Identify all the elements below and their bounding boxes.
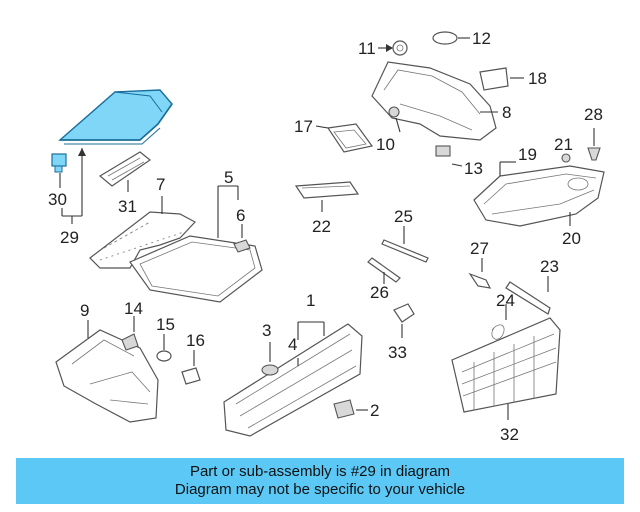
part-31-bracket[interactable]: 31 — [98, 151, 152, 216]
part-25-jack-handle[interactable]: 25 — [381, 207, 429, 263]
callout-16: 16 — [186, 331, 205, 350]
callout-6: 6 — [236, 206, 245, 225]
callout-29-bracket: 29 — [60, 148, 86, 247]
callout-12: 12 — [472, 29, 491, 48]
part-6-clip[interactable]: 6 — [233, 206, 251, 253]
callout-11: 11 — [358, 39, 376, 58]
callout-7: 7 — [156, 175, 165, 194]
callout-26: 26 — [370, 283, 389, 302]
part-29-package-tray[interactable] — [58, 89, 173, 145]
callout-19: 19 — [518, 145, 537, 164]
callout-31: 31 — [118, 197, 137, 216]
clip-tab — [54, 165, 63, 173]
callout-13: 13 — [464, 159, 483, 178]
callout-33: 33 — [388, 343, 407, 362]
part-13-latch[interactable]: 13 — [435, 145, 483, 178]
callout-27: 27 — [470, 239, 489, 258]
part-28-clip[interactable]: 28 — [584, 105, 603, 161]
part-9-side-panel[interactable]: 9 — [55, 301, 159, 423]
callout-28: 28 — [584, 105, 603, 124]
callout-20: 20 — [562, 229, 581, 248]
part-22-handle[interactable]: 22 — [294, 181, 360, 236]
part-24-cable[interactable]: 24 — [491, 291, 515, 340]
package-tray-fold — [114, 91, 163, 113]
callout-9: 9 — [80, 301, 89, 320]
part-32-cargo-net[interactable]: 32 — [451, 317, 561, 444]
callout-25: 25 — [394, 207, 413, 226]
callout-10: 10 — [376, 135, 395, 154]
part-21-fastener[interactable]: 21 — [554, 135, 573, 163]
callout-24: 24 — [496, 291, 515, 310]
info-banner: Part or sub-assembly is #29 in diagram D… — [16, 458, 624, 504]
part-11-grommet[interactable]: 11 — [358, 39, 408, 58]
part-10-bolt[interactable]: 10 — [376, 106, 401, 154]
clip-shape — [51, 153, 67, 167]
callout-2: 2 — [370, 401, 379, 420]
parts-diagram: 30 29 31 7 5 6 — [48, 29, 605, 444]
package-tray-edge — [60, 103, 173, 141]
callout-14: 14 — [124, 299, 143, 318]
part-8-side-trim[interactable]: 8 — [371, 61, 511, 141]
banner-line-1: Part or sub-assembly is #29 in diagram — [189, 463, 451, 480]
callout-8: 8 — [502, 103, 511, 122]
banner-line-2: Diagram may not be specific to your vehi… — [174, 481, 466, 498]
callout-1: 1 — [306, 291, 315, 310]
part-7-trunk-floor[interactable]: 7 — [89, 175, 196, 269]
callout-32: 32 — [500, 425, 519, 444]
part-14-clip[interactable]: 14 — [121, 299, 143, 351]
part-27-strap[interactable]: 27 — [468, 239, 492, 289]
part-3-clip[interactable]: 3 — [261, 321, 279, 376]
part-5-floor-panel[interactable]: 5 — [129, 168, 263, 303]
part-20-lid-trim[interactable]: 20 — [473, 165, 605, 248]
callout-5: 5 — [224, 168, 233, 187]
part-33-lock[interactable]: 33 — [388, 303, 415, 362]
part-18-panel[interactable]: 18 — [479, 67, 547, 91]
part-23-rod[interactable]: 23 — [505, 257, 559, 315]
callout-18: 18 — [528, 69, 547, 88]
part-26-wrench[interactable]: 26 — [367, 257, 401, 302]
part-2-bracket[interactable]: 2 — [333, 399, 379, 420]
part-1-sill-plate[interactable]: 1 — [223, 291, 363, 437]
part-15-grommet[interactable]: 15 — [156, 315, 175, 362]
callout-23: 23 — [540, 257, 559, 276]
part-12-cap[interactable]: 12 — [432, 29, 491, 48]
part-30-clip[interactable]: 30 — [48, 153, 67, 209]
callout-30: 30 — [48, 190, 67, 209]
callout-3: 3 — [262, 321, 271, 340]
callout-4: 4 — [288, 335, 297, 354]
callout-21: 21 — [554, 135, 573, 154]
package-tray-bottom — [64, 127, 161, 145]
part-4-callout: 4 — [288, 335, 299, 366]
part-16-retainer[interactable]: 16 — [181, 331, 205, 385]
part-19-callout: 19 — [499, 145, 537, 176]
callout-15: 15 — [156, 315, 175, 334]
part-17-cover[interactable]: 17 — [294, 117, 374, 153]
callout-29: 29 — [60, 228, 79, 247]
callout-22: 22 — [312, 217, 331, 236]
callout-17: 17 — [294, 117, 313, 136]
